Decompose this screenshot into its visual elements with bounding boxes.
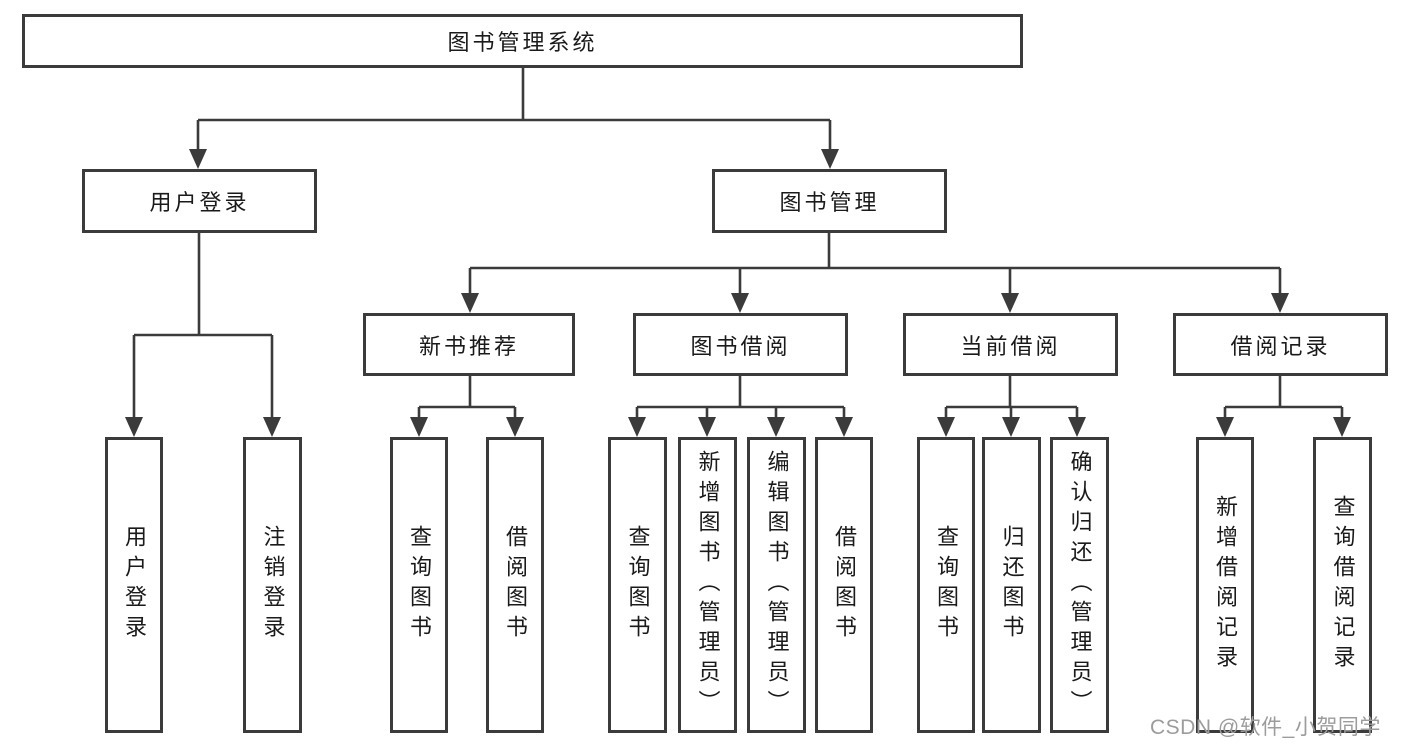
node-new-book-recommend: 新书推荐 — [363, 313, 575, 376]
connector-currentborrow-to-leaves — [937, 376, 1086, 437]
leaf-edit-books-admin: 编辑图书（管理员） — [747, 437, 806, 733]
leaf-add-books-admin: 新增图书（管理员） — [678, 437, 737, 733]
node-book-borrow: 图书借阅 — [633, 313, 848, 376]
leaf-logout: 注销登录 — [243, 437, 302, 733]
leaf-borrow-books-1: 借阅图书 — [486, 437, 544, 733]
node-borrow-records: 借阅记录 — [1173, 313, 1388, 376]
connector-root-to-level2 — [189, 68, 839, 169]
connector-newbook-to-leaves — [410, 376, 524, 437]
connector-bookmgmt-to-level3 — [461, 233, 1289, 313]
node-book-management: 图书管理 — [712, 169, 947, 233]
leaf-confirm-return-admin: 确认归还（管理员） — [1050, 437, 1109, 733]
connector-borrowrecord-to-leaves — [1216, 376, 1351, 437]
node-root: 图书管理系统 — [22, 14, 1023, 68]
csdn-watermark: CSDN @软件_小贺同学 — [1150, 716, 1381, 739]
leaf-user-login: 用户登录 — [105, 437, 163, 733]
leaf-query-books-2: 查询图书 — [608, 437, 667, 733]
leaf-query-books-3: 查询图书 — [917, 437, 975, 733]
node-user-login: 用户登录 — [82, 169, 317, 233]
leaf-query-books-1: 查询图书 — [390, 437, 448, 733]
connector-userlogin-to-leaves — [125, 233, 281, 437]
leaf-add-borrow-record: 新增借阅记录 — [1196, 437, 1254, 733]
connector-bookborrow-to-leaves — [628, 376, 853, 437]
leaf-return-books: 归还图书 — [982, 437, 1041, 733]
leaf-borrow-books-2: 借阅图书 — [815, 437, 873, 733]
leaf-query-borrow-record: 查询借阅记录 — [1313, 437, 1372, 733]
node-current-borrow: 当前借阅 — [903, 313, 1118, 376]
